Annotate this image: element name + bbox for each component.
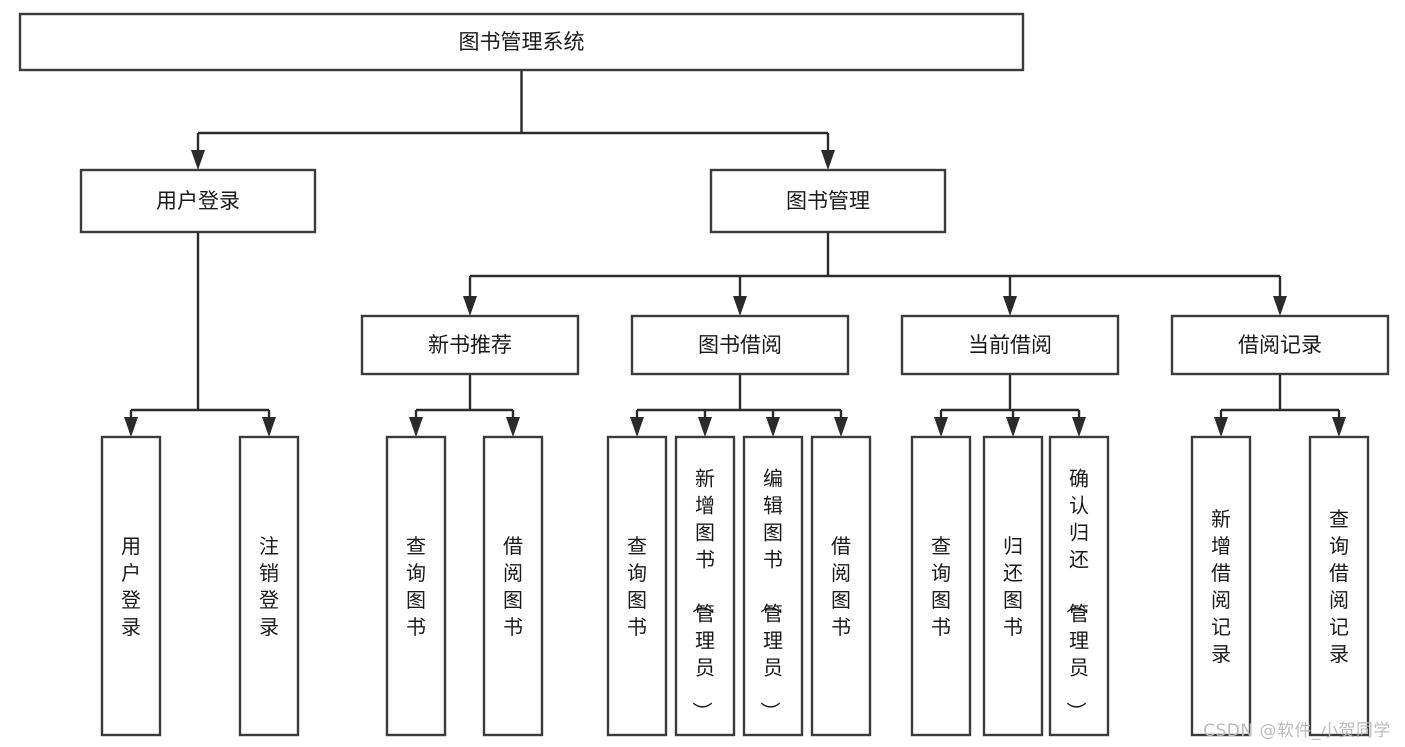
arrow-head-icon-leaf-1-2 bbox=[262, 417, 276, 437]
level2-node-1[interactable]: 用户登录 bbox=[79, 168, 317, 234]
leaf-node-9[interactable]: 查询图书 bbox=[910, 435, 972, 737]
leaf-node-label: 查询图书 bbox=[931, 534, 951, 639]
arrow-head-icon-root-2 bbox=[821, 150, 835, 170]
leaf-node-7[interactable]: 编辑图书（管理员） bbox=[742, 435, 804, 737]
level3-node-label: 借阅记录 bbox=[1238, 333, 1322, 357]
arrow-head-icon-leaf-2-1 bbox=[409, 417, 423, 437]
leaf-node-label: 归还图书 bbox=[1003, 534, 1023, 639]
leaf-node-5[interactable]: 查询图书 bbox=[606, 435, 668, 737]
arrow-head-icon-leaf-4-1 bbox=[934, 417, 948, 437]
arrow-head-icon-books-2 bbox=[733, 296, 747, 316]
leaf-node-2[interactable]: 注销登录 bbox=[238, 435, 300, 737]
leaf-node-3[interactable]: 查询图书 bbox=[385, 435, 447, 737]
arrow-head-icon-leaf-3-2 bbox=[698, 417, 712, 437]
leaf-node-13[interactable]: 查询借阅记录 bbox=[1308, 435, 1370, 737]
level3-node-2[interactable]: 图书借阅 bbox=[630, 314, 850, 376]
leaf-node-label: 用户登录 bbox=[121, 534, 141, 639]
arrow-head-icon-leaf-3-3 bbox=[766, 417, 780, 437]
arrow-head-icon-leaf-4-3 bbox=[1072, 417, 1086, 437]
leaf-node-10[interactable]: 归还图书 bbox=[982, 435, 1044, 737]
arrow-head-icon-root-1 bbox=[191, 150, 205, 170]
level2-node-2[interactable]: 图书管理 bbox=[709, 168, 947, 234]
level3-node-label: 图书借阅 bbox=[698, 333, 782, 357]
arrow-head-icon-leaf-5-2 bbox=[1332, 417, 1346, 437]
leaf-node-label: 查询借阅记录 bbox=[1329, 507, 1349, 666]
leaf-node-label: 查询图书 bbox=[627, 534, 647, 639]
leaf-node-label: 注销登录 bbox=[259, 534, 279, 639]
leaf-node-8[interactable]: 借阅图书 bbox=[810, 435, 872, 737]
leaf-node-label: 新增借阅记录 bbox=[1211, 507, 1231, 666]
arrow-head-icon-leaf-3-1 bbox=[630, 417, 644, 437]
leaf-node-label: 编辑图书（管理员） bbox=[758, 467, 783, 722]
root-node-1[interactable]: 图书管理系统 bbox=[18, 12, 1025, 72]
arrow-head-icon-leaf-1-1 bbox=[124, 417, 138, 437]
level3-node-3[interactable]: 当前借阅 bbox=[900, 314, 1120, 376]
arrow-head-icon-books-1 bbox=[463, 296, 477, 316]
leaf-layer: 用户登录 注销登录 查询图书 借阅图书 查询图书 新增图书（管理员） 编辑图书（管理员） 借阅… bbox=[100, 435, 1370, 737]
arrow-head-icon-books-4 bbox=[1273, 296, 1287, 316]
leaf-node-label: 新增图书（管理员） bbox=[690, 467, 715, 722]
arrow-head-icon-leaf-3-4 bbox=[834, 417, 848, 437]
level3-node-label: 新书推荐 bbox=[428, 333, 512, 357]
level3-node-4[interactable]: 借阅记录 bbox=[1170, 314, 1390, 376]
leaf-node-label: 借阅图书 bbox=[831, 534, 851, 639]
arrow-head-icon-books-3 bbox=[1003, 296, 1017, 316]
leaf-node-4[interactable]: 借阅图书 bbox=[482, 435, 544, 737]
arrow-head-icon-leaf-2-2 bbox=[506, 417, 520, 437]
arrow-head-icon-leaf-5-1 bbox=[1214, 417, 1228, 437]
level2-node-label: 用户登录 bbox=[156, 189, 240, 213]
leaf-node-label: 借阅图书 bbox=[503, 534, 523, 639]
level3-node-1[interactable]: 新书推荐 bbox=[360, 314, 580, 376]
leaf-node-label: 确认归还（管理员） bbox=[1064, 467, 1089, 722]
leaf-node-12[interactable]: 新增借阅记录 bbox=[1190, 435, 1252, 737]
connector-layer bbox=[124, 70, 1346, 437]
leaf-node-6[interactable]: 新增图书（管理员） bbox=[674, 435, 736, 737]
leaf-node-1[interactable]: 用户登录 bbox=[100, 435, 162, 737]
level2-node-label: 图书管理 bbox=[786, 189, 870, 213]
leaf-node-11[interactable]: 确认归还（管理员） bbox=[1048, 435, 1110, 737]
leaf-node-label: 查询图书 bbox=[406, 534, 426, 639]
arrow-head-icon-leaf-4-2 bbox=[1006, 417, 1020, 437]
level3-node-label: 当前借阅 bbox=[968, 333, 1052, 357]
root-node-label: 图书管理系统 bbox=[459, 30, 585, 54]
